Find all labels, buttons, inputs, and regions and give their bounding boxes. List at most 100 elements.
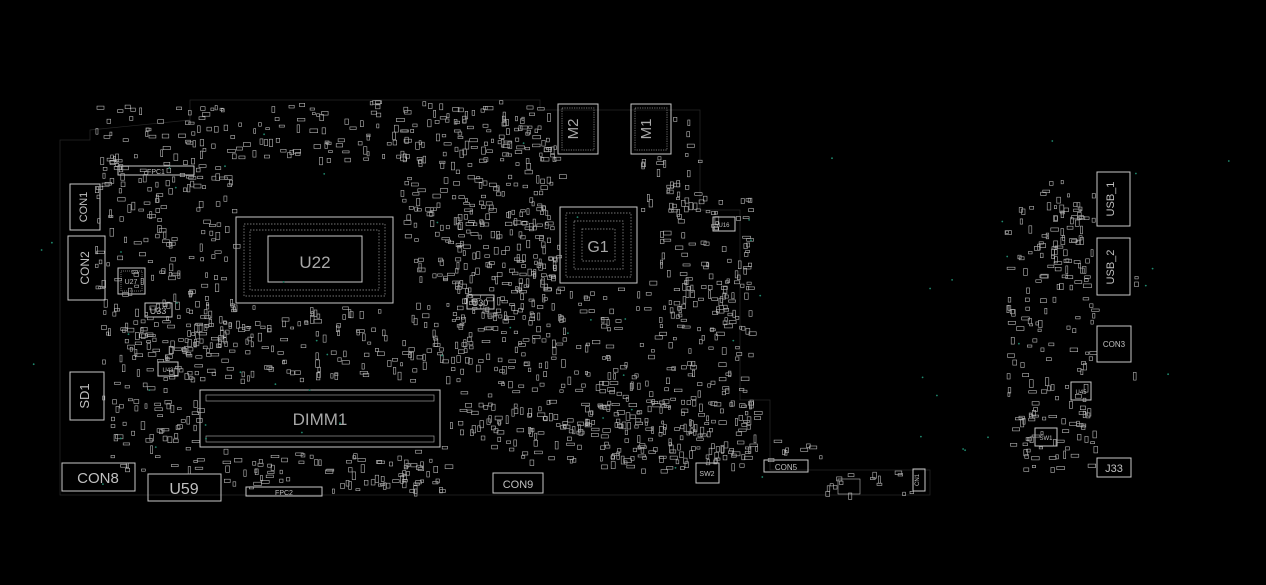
- connector-con9[interactable]: CON9: [492, 472, 544, 494]
- connector-con3[interactable]: CON3: [1096, 325, 1132, 363]
- chip-u45[interactable]: U45: [1070, 381, 1092, 401]
- passive-pad: [232, 209, 238, 214]
- connector-fpc1[interactable]: FPC1: [117, 165, 195, 176]
- passive-pad: [1066, 225, 1074, 230]
- connector-fpc2[interactable]: FPC2: [245, 486, 323, 497]
- passive-pad: [725, 388, 730, 394]
- passive-pad: [526, 208, 530, 215]
- chip-u59[interactable]: U59: [147, 473, 222, 502]
- passive-pad: [508, 268, 515, 273]
- passive-pad: [98, 286, 106, 290]
- passive-pad: [486, 149, 493, 154]
- passive-pad: [202, 185, 206, 190]
- passive-pad: [1092, 313, 1096, 319]
- passive-pad: [493, 186, 499, 192]
- passive-pad: [457, 131, 463, 136]
- passive-pad: [400, 156, 408, 162]
- slot-dimm1[interactable]: DIMM1: [199, 389, 441, 448]
- connector-con8[interactable]: CON8: [61, 462, 136, 492]
- passive-pad: [576, 344, 582, 349]
- passive-pad: [441, 445, 448, 450]
- passive-pad: [1032, 465, 1037, 468]
- card-slot-sd1[interactable]: SD1: [69, 371, 105, 421]
- passive-pad: [271, 106, 276, 113]
- passive-pad: [748, 208, 754, 213]
- passive-pad: [522, 338, 530, 342]
- passive-pad: [342, 306, 349, 310]
- passive-pad: [133, 399, 140, 404]
- m1-label: M1: [638, 119, 655, 140]
- passive-pad: [396, 154, 401, 159]
- passive-pad: [690, 290, 695, 299]
- passive-pad: [233, 304, 238, 312]
- memory-m2[interactable]: M2: [557, 103, 599, 155]
- passive-pad: [334, 373, 338, 380]
- via-dot: [1144, 284, 1147, 287]
- passive-pad: [708, 346, 714, 350]
- passive-pad: [741, 422, 747, 427]
- passive-pad: [218, 339, 222, 348]
- passive-pad: [229, 179, 233, 186]
- chip-u43[interactable]: U43: [157, 361, 179, 377]
- gpu-g1[interactable]: G1: [559, 206, 638, 284]
- passive-pad: [139, 333, 148, 338]
- passive-pad: [677, 214, 682, 219]
- passive-pad: [266, 365, 273, 370]
- connector-con5[interactable]: CON5: [763, 459, 809, 473]
- passive-pad: [1080, 369, 1084, 376]
- passive-pad: [687, 170, 691, 178]
- switch-sw2[interactable]: SW2: [695, 462, 720, 484]
- connector-usb1[interactable]: USB_1: [1096, 171, 1131, 227]
- passive-pad: [434, 322, 439, 328]
- passive-pad: [611, 402, 620, 406]
- connector-j33[interactable]: J33: [1096, 457, 1132, 478]
- passive-pad: [506, 212, 510, 218]
- connector-con2[interactable]: CON2: [67, 235, 106, 301]
- cpu-u22[interactable]: U22: [235, 216, 394, 304]
- via-dot: [51, 241, 53, 244]
- passive-pad: [463, 202, 470, 205]
- passive-pad: [196, 458, 205, 462]
- chip-u16[interactable]: U16: [712, 216, 736, 232]
- passive-pad: [636, 306, 640, 311]
- passive-pad: [425, 207, 434, 212]
- passive-pad: [190, 180, 195, 188]
- passive-pad: [232, 481, 237, 487]
- passive-pad: [537, 412, 546, 417]
- passive-pad: [195, 341, 200, 347]
- passive-pad: [659, 324, 664, 329]
- passive-pad: [480, 108, 485, 113]
- passive-pad: [410, 129, 415, 133]
- passive-pad: [591, 432, 599, 437]
- passive-pad: [686, 431, 691, 436]
- passive-pad: [1040, 431, 1044, 436]
- passive-pad: [624, 438, 630, 443]
- passive-pad: [408, 206, 414, 210]
- connector-usb2[interactable]: USB_2: [1096, 237, 1131, 296]
- passive-pad: [453, 129, 461, 133]
- via-dot: [951, 279, 953, 281]
- passive-pad: [200, 315, 207, 319]
- passive-pad: [457, 214, 463, 221]
- passive-pad: [584, 423, 592, 428]
- passive-pad: [472, 306, 478, 310]
- passive-pad: [735, 216, 741, 221]
- passive-pad: [156, 193, 164, 197]
- passive-pad: [545, 361, 549, 369]
- passive-pad: [602, 296, 608, 300]
- passive-pad: [413, 485, 418, 494]
- passive-pad: [499, 369, 506, 373]
- passive-pad: [147, 352, 157, 357]
- passive-pad: [508, 174, 513, 180]
- passive-pad: [501, 282, 510, 285]
- passive-pad: [460, 314, 465, 320]
- chip-u33[interactable]: U33: [144, 302, 173, 318]
- passive-pad: [328, 150, 333, 153]
- passive-pad: [877, 475, 881, 484]
- passive-pad: [1091, 217, 1096, 223]
- passive-pad: [412, 368, 418, 373]
- passive-pad: [169, 370, 174, 376]
- connector-cn1[interactable]: CN1: [912, 468, 926, 492]
- memory-m1[interactable]: M1: [630, 103, 672, 155]
- connector-con1[interactable]: CON1: [69, 183, 101, 231]
